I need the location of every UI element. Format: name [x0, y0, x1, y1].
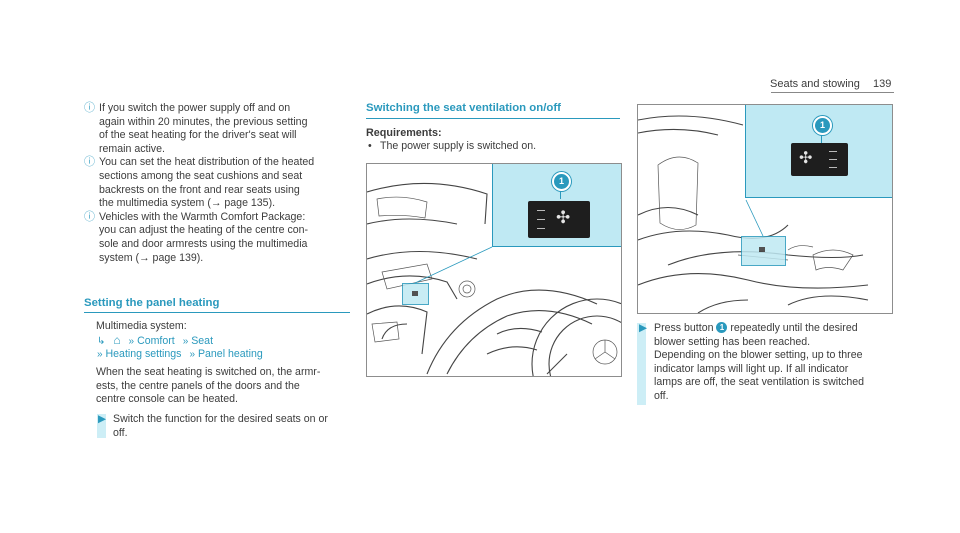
indicator-lamp [829, 167, 837, 168]
figure-seat-ventilation-rear: 1 ✣ [637, 104, 893, 314]
chevron-double-icon: » [182, 336, 189, 347]
menu-path: ↳ ⌂ » Comfort » Seat [97, 333, 357, 349]
instruction-panel-heating: ▶ Switch the function for the desired se… [98, 413, 360, 440]
info-icon: ⓘ [84, 210, 95, 223]
instruction-marker [97, 414, 106, 438]
callout-leader-line [560, 191, 561, 199]
indicator-lamp [537, 210, 545, 211]
seat-fan-icon: ✣ [799, 150, 813, 167]
requirement-text: The power supply is switched on. [380, 140, 537, 152]
requirements-list: • The power supply is switched on. [368, 140, 536, 154]
requirements-title: Requirements: [366, 127, 442, 139]
instruction-line: Press button 1 repeatedly until the desi… [654, 322, 899, 336]
instruction-line: off. [654, 389, 669, 402]
info-note: ⓘ If you switch the power supply off and… [84, 102, 354, 156]
menu-label: Multimedia system: [96, 320, 187, 332]
body-line: centre console can be heated. [96, 393, 238, 406]
panel-heating-description: When the seat heating is switched on, th… [96, 366, 358, 407]
page-number: 139 [873, 78, 892, 90]
requirement-item: • The power supply is switched on. [368, 140, 536, 154]
body-line: ests, the centre panels of the doors and… [96, 379, 300, 392]
info-note: ⓘ You can set the heat distribution of t… [84, 156, 354, 210]
action-arrow-icon: ▶ [639, 322, 648, 334]
instruction-seat-ventilation: ▶ Press button 1 repeatedly until the de… [639, 322, 899, 404]
running-header: Seats and stowing [770, 78, 860, 90]
callout-badge: 1 [552, 172, 571, 191]
bullet: • [368, 140, 372, 152]
menu-item-heating-settings[interactable]: Heating settings [105, 348, 182, 360]
section-title-panel-heating: Setting the panel heating [84, 297, 220, 309]
seat-button-highlight[interactable] [402, 283, 429, 305]
callout-leader [745, 199, 764, 237]
detail-inset: 1 ✣ [492, 164, 621, 247]
section-title-seat-ventilation: Switching the seat ventilation on/off [366, 102, 561, 114]
callout-leader-line [821, 135, 822, 143]
instruction-line: indicator lamps will light up. If all in… [654, 362, 849, 375]
note-line: Vehicles with the Warmth Comfort Package… [99, 210, 306, 223]
instruction-line: off. [113, 426, 128, 439]
instruction-line: Switch the function for the desired seat… [113, 413, 328, 425]
note-line: again within 20 minutes, the previous se… [99, 115, 308, 128]
menu-item-panel-heating[interactable]: Panel heating [197, 348, 263, 360]
note-line-link[interactable]: system (→ page 139). [99, 251, 204, 264]
note-line-link[interactable]: the multimedia system (→ page 135). [99, 197, 276, 210]
instruction-text: repeatedly until the desired [730, 322, 858, 334]
seat-button-icon [412, 291, 418, 296]
note-line: you can adjust the heating of the centre… [99, 224, 309, 237]
info-notes: ⓘ If you switch the power supply off and… [84, 102, 354, 265]
chevron-double-icon: » [128, 336, 135, 347]
chevron-double-icon: » [189, 349, 195, 360]
instruction-marker [637, 323, 646, 405]
info-icon: ⓘ [84, 156, 95, 169]
indicator-lamp [537, 219, 545, 220]
header-rule [771, 92, 894, 93]
seat-button-highlight[interactable] [741, 236, 786, 266]
note-line: sections among the seat cushions and sea… [99, 169, 303, 182]
menu-item-comfort[interactable]: Comfort [137, 335, 175, 347]
note-line: of the seat heating for the driver's sea… [99, 129, 297, 142]
home-icon[interactable]: ⌂ [113, 333, 121, 347]
note-line: sole and door armrests using the multime… [99, 237, 308, 250]
note-line: You can set the heat distribution of the… [99, 156, 315, 169]
indicator-lamp [829, 159, 837, 160]
seat-ventilation-button[interactable]: ✣ [791, 143, 848, 176]
indicator-lamp [537, 228, 545, 229]
chevron-double-icon: » [97, 349, 103, 360]
menu-path-cont: » Heating settings » Panel heating [97, 348, 357, 362]
note-line: remain active. [99, 142, 165, 155]
action-arrow-icon: ▶ [98, 413, 107, 425]
section-rule [366, 118, 620, 119]
instruction-text: Press button [654, 322, 714, 334]
instruction-line: lamps are off, the seat ventilation is s… [654, 376, 865, 389]
menu-item-seat[interactable]: Seat [191, 335, 214, 347]
seat-fan-icon: ✣ [556, 208, 571, 227]
figure-seat-ventilation-front: 1 ✣ [366, 163, 622, 377]
figure-illustration [638, 115, 869, 313]
info-icon: ⓘ [84, 102, 95, 114]
instruction-line: Depending on the blower setting, up to t… [654, 349, 863, 362]
callout-leader [414, 246, 493, 284]
note-line: If you switch the power supply off and o… [99, 102, 291, 114]
seat-button-icon [759, 247, 765, 252]
button-ref-badge: 1 [716, 322, 728, 333]
callout-badge: 1 [813, 116, 832, 135]
instruction-line: blower setting has been reached. [654, 335, 811, 348]
figure-illustration [367, 182, 621, 376]
body-line: When the seat heating is switched on, th… [96, 366, 321, 378]
info-note: ⓘ Vehicles with the Warmth Comfort Packa… [84, 211, 354, 265]
section-rule [84, 312, 350, 313]
menu-entry-icon: ↳ [97, 336, 106, 347]
seat-ventilation-button[interactable]: ✣ [528, 201, 590, 238]
indicator-lamp [829, 151, 837, 152]
note-line: backrests on the front and rear seats us… [99, 183, 300, 196]
detail-inset: 1 ✣ [745, 105, 892, 198]
